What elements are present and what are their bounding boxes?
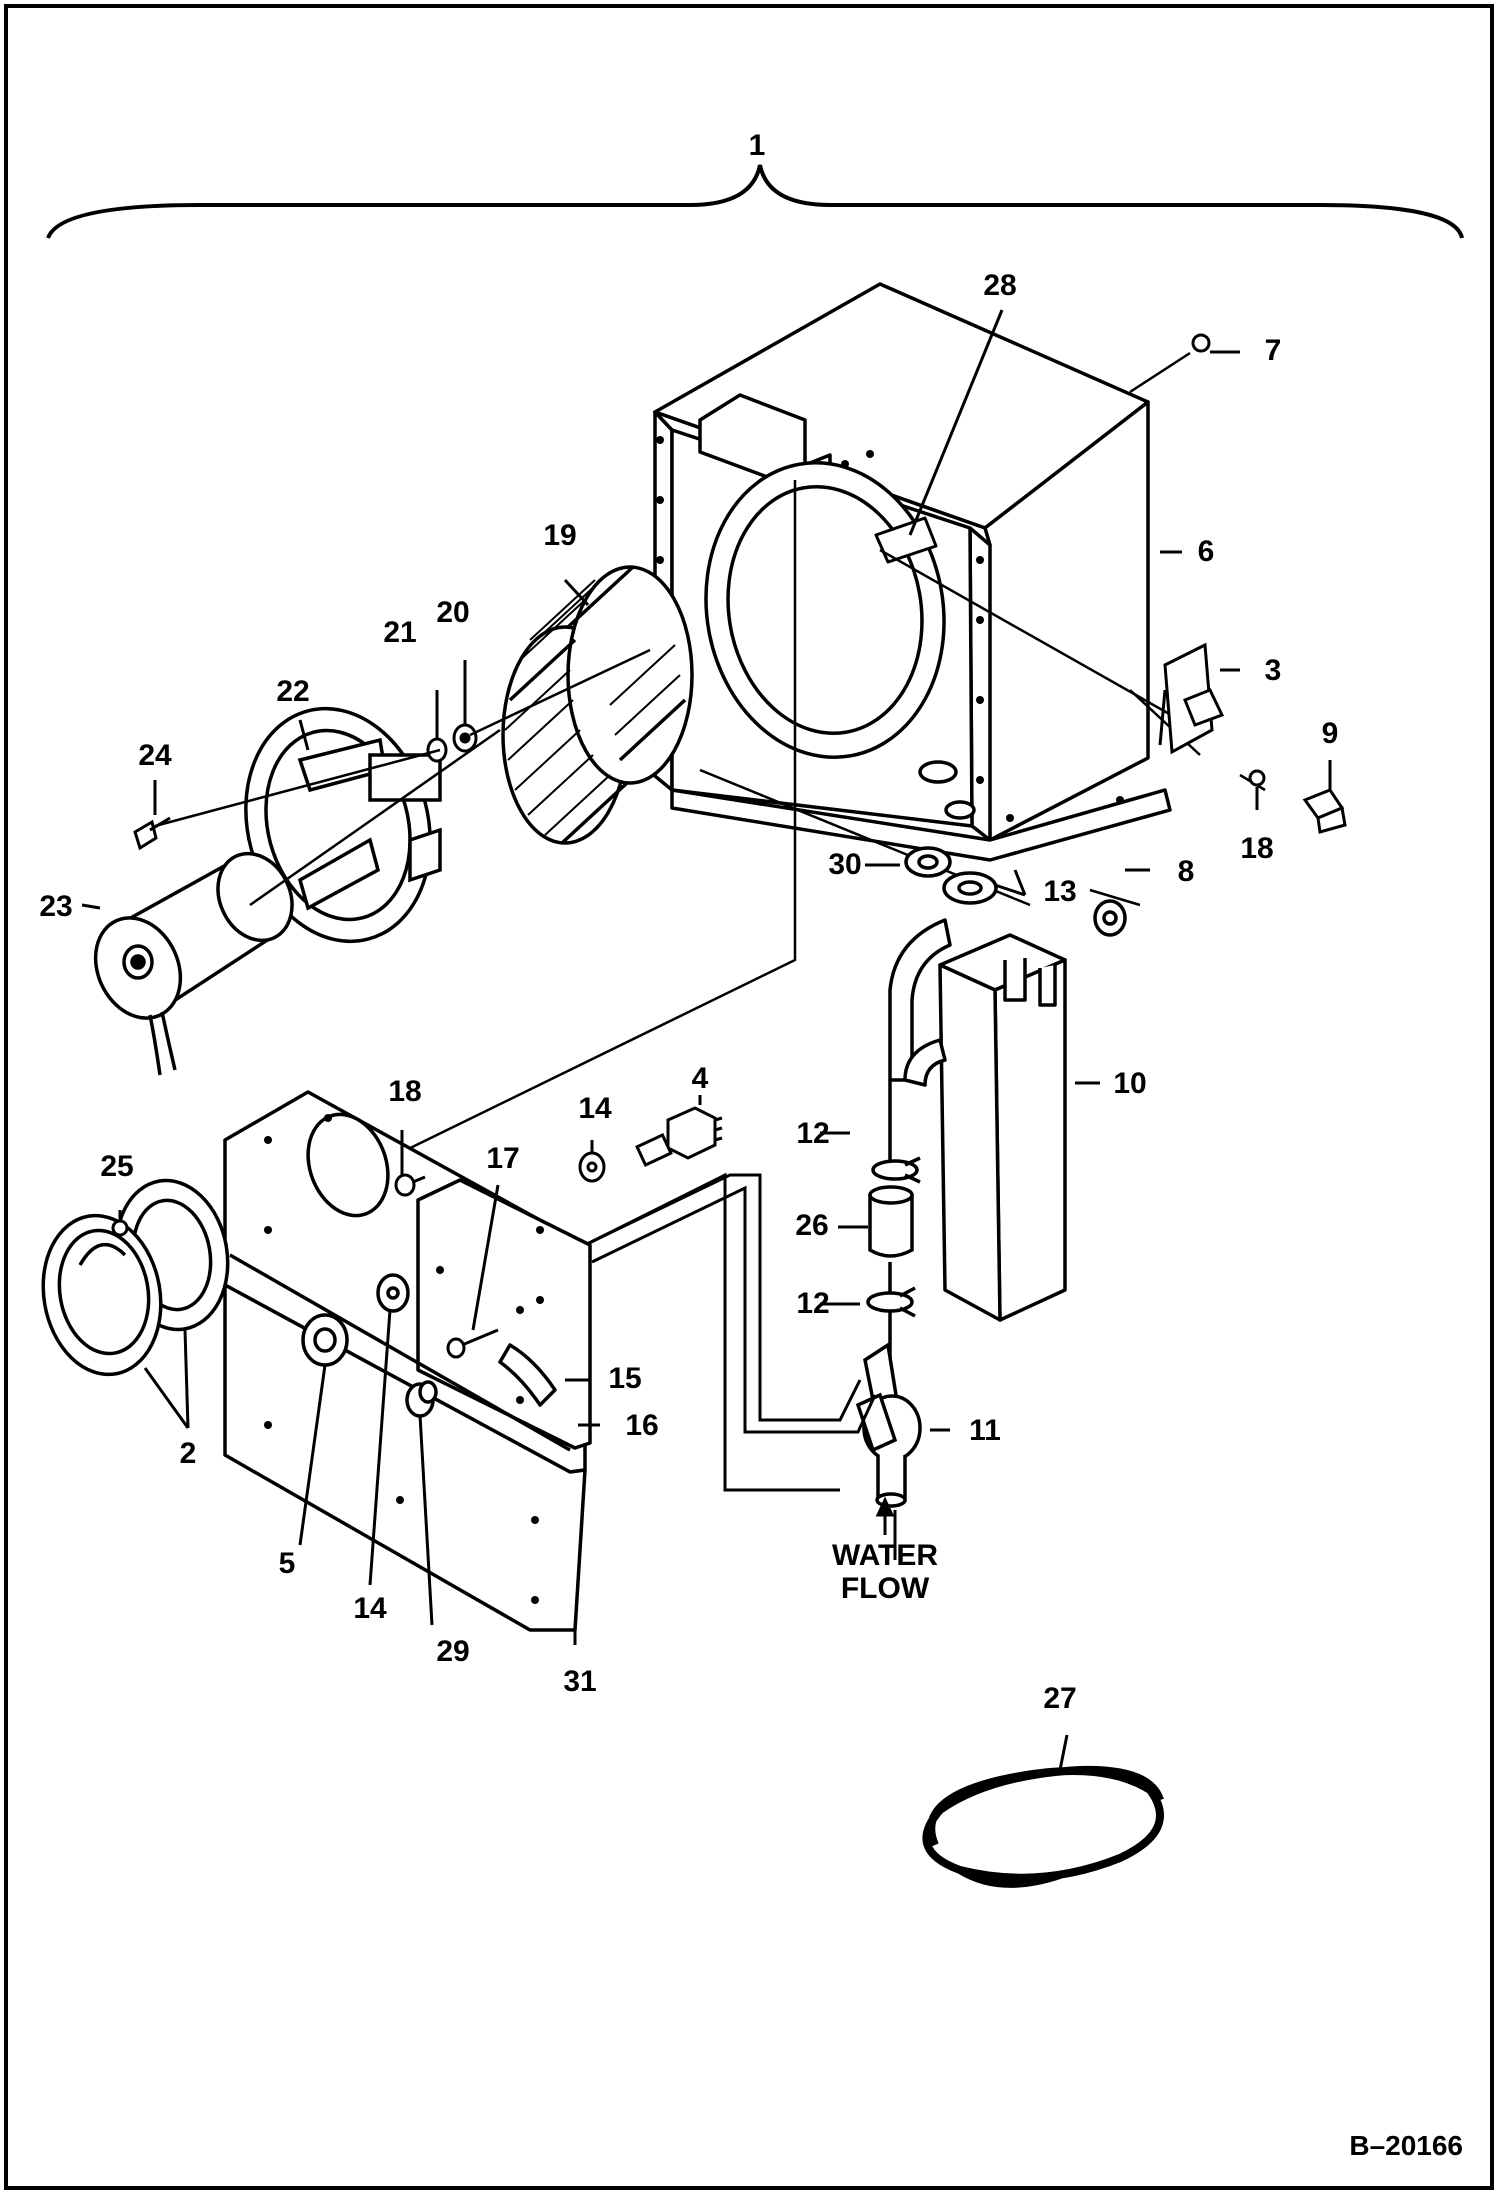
water-flow-label-line1: WATER (832, 1539, 938, 1572)
heater-core (888, 918, 1067, 1322)
callout-10: 10 (1113, 1067, 1146, 1100)
assembly-brace (46, 164, 1464, 239)
callout-17: 17 (486, 1142, 519, 1175)
blower-motor (93, 851, 294, 1076)
callout-31: 31 (563, 1665, 596, 1698)
callout-14-lower: 14 (353, 1592, 387, 1625)
callout-22: 22 (276, 675, 309, 708)
figure-code: B–20166 (1349, 2130, 1463, 2161)
callout-13: 13 (1043, 875, 1076, 908)
blower-wheel (501, 565, 694, 845)
callout-27: 27 (1043, 1682, 1076, 1715)
callout-4: 4 (692, 1062, 709, 1095)
cable-outline (584, 1172, 840, 1492)
callout-18-panel: 18 (388, 1075, 421, 1108)
callout-28: 28 (983, 269, 1016, 302)
callout-6: 6 (1198, 535, 1215, 568)
callout-26: 26 (795, 1209, 828, 1242)
callout-8: 8 (1178, 855, 1195, 888)
callout-21: 21 (383, 616, 416, 649)
callout-12-lower: 12 (796, 1287, 829, 1320)
vent-bezel (41, 1178, 230, 1377)
leader-lines (81, 309, 1332, 1771)
motor-mount-ring (244, 706, 442, 944)
callout-14-upper: 14 (578, 1092, 612, 1125)
callout-30: 30 (828, 848, 861, 881)
callout-19: 19 (543, 519, 576, 552)
callout-5: 5 (279, 1547, 296, 1580)
callout-18-right: 18 (1240, 832, 1273, 865)
clip-9 (1302, 788, 1347, 834)
panel-screw-holes (264, 1114, 544, 1604)
callout-3: 3 (1265, 654, 1282, 687)
screw-7 (1191, 333, 1211, 353)
callout-25: 25 (100, 1150, 133, 1183)
grommets (904, 846, 1127, 937)
callout-9: 9 (1322, 717, 1339, 750)
switch-bracket (1158, 642, 1225, 755)
hose-and-clamps (866, 1080, 921, 1360)
callout-15: 15 (608, 1362, 641, 1395)
screw-18-top (1248, 769, 1266, 787)
fan-switch (635, 1106, 723, 1167)
callout-labels: 1 2 3 4 5 6 7 8 9 10 11 12 12 13 14 14 1… (39, 129, 1463, 2161)
callout-12-upper: 12 (796, 1117, 829, 1150)
drain-hose-coil (922, 1765, 1164, 1888)
panel-hardware (111, 1151, 606, 1359)
front-panel (223, 1090, 592, 1632)
callout-20: 20 (436, 596, 469, 629)
callout-29: 29 (436, 1635, 469, 1668)
callout-2: 2 (180, 1437, 197, 1470)
callout-24: 24 (138, 739, 172, 772)
callout-11: 11 (969, 1414, 1001, 1447)
water-flow-arrow (875, 1496, 895, 1535)
callout-23: 23 (39, 890, 72, 923)
callout-16: 16 (625, 1409, 658, 1442)
callout-7: 7 (1265, 334, 1282, 367)
water-flow-label-line2: FLOW (841, 1572, 930, 1605)
callout-1: 1 (749, 129, 766, 162)
